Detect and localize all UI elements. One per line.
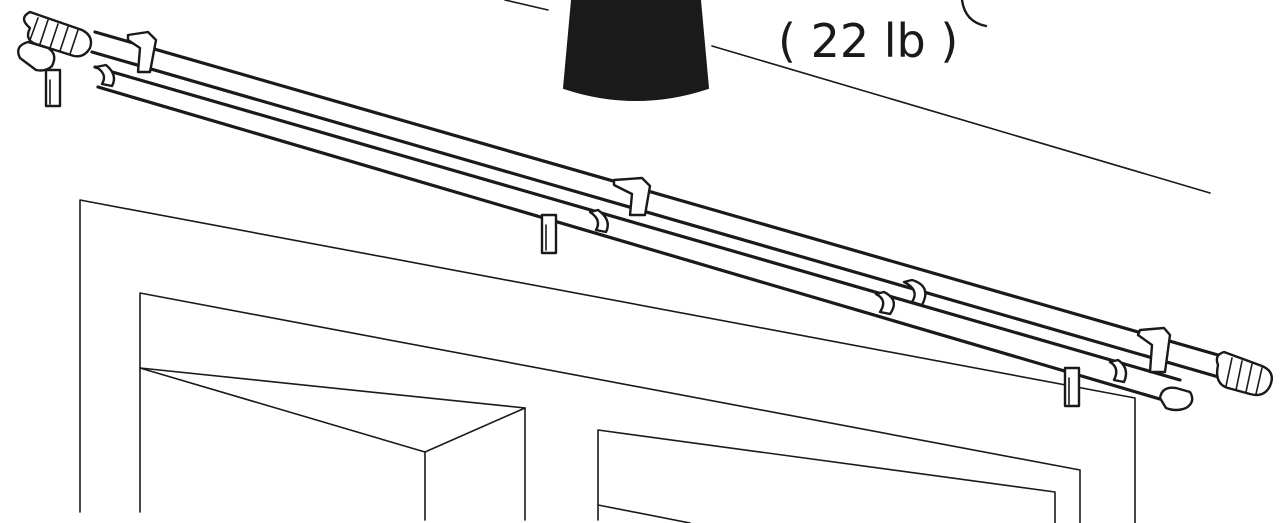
bracket-icon — [44, 30, 1172, 408]
window-frame — [79, 199, 1136, 523]
finial-icon — [1158, 350, 1273, 412]
front-rod — [90, 30, 1227, 380]
finial-icon — [17, 10, 93, 72]
rod-joints — [94, 63, 1128, 384]
weight-icon — [562, 0, 710, 101]
back-rod — [93, 65, 1182, 404]
weight-label: ( 22 lb ) — [778, 14, 958, 68]
wall-line — [504, 0, 1211, 194]
weight-label-group: ( 22 lb ) — [778, 0, 988, 68]
